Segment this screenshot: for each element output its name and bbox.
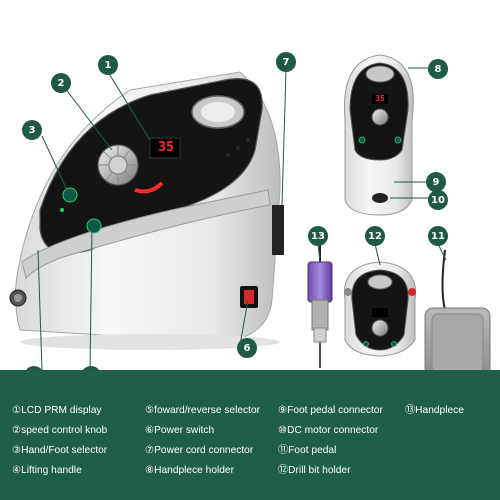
callout-11: 11 (428, 226, 448, 246)
callout-9: 9 (426, 172, 446, 192)
callout-8: 8 (428, 59, 448, 79)
callout-6: 6 (237, 338, 257, 358)
legend-item: ⑥Power switch (145, 425, 215, 436)
lcd-display-value: 35 (158, 140, 174, 155)
callout-12: 12 (365, 226, 385, 246)
callout-7: 7 (276, 52, 296, 72)
legend-item: ⑤foward/reverse selector (145, 405, 261, 416)
legend-item: ⑨Foot pedal connector (278, 405, 383, 416)
callout-13: 13 (308, 226, 328, 246)
main-device (9, 71, 284, 350)
legend-item: ⑧Handplece holder (145, 465, 234, 476)
legend-item: ⑪Foot pedal (278, 445, 337, 456)
legend-item: ④Lifting handle (12, 465, 82, 476)
lcd-display-value-small: 35 (375, 94, 385, 103)
callout-1: 1 (98, 55, 118, 75)
legend-column-4: ⑬Handplece (405, 404, 464, 424)
legend-panel: ①LCD PRM display ②speed control knob ③Ha… (0, 370, 500, 500)
foot-pedal (424, 249, 491, 370)
legend-item: ③Hand/Foot selector (12, 445, 108, 456)
legend-item: ⑫Drill bit holder (278, 465, 351, 476)
callout-10: 10 (428, 190, 448, 210)
leader-lines (37, 67, 447, 370)
legend-item: ⑩DC motor connector (278, 425, 379, 436)
handpiece (307, 232, 333, 368)
legend-item: ②speed control knob (12, 425, 108, 436)
device-front-view (343, 261, 417, 357)
product-illustration (9, 54, 491, 370)
legend-item: ⑦Power cord connector (145, 445, 254, 456)
legend-column-2: ⑤foward/reverse selector ⑥Power switch ⑦… (145, 404, 260, 484)
legend-column-1: ①LCD PRM display ②speed control knob ③Ha… (12, 404, 107, 484)
callout-3: 3 (22, 120, 42, 140)
callout-5: 5 (81, 366, 101, 370)
callout-4: 4 (24, 366, 44, 370)
legend-item: ①LCD PRM display (12, 405, 102, 416)
legend-column-3: ⑨Foot pedal connector ⑩DC motor connecto… (278, 404, 383, 484)
callout-2: 2 (51, 73, 71, 93)
device-top-view (343, 54, 414, 216)
legend-item: ⑬Handplece (405, 405, 464, 416)
product-image-area: 1 2 3 4 5 6 7 8 9 10 11 12 13 35 35 (9, 52, 491, 370)
